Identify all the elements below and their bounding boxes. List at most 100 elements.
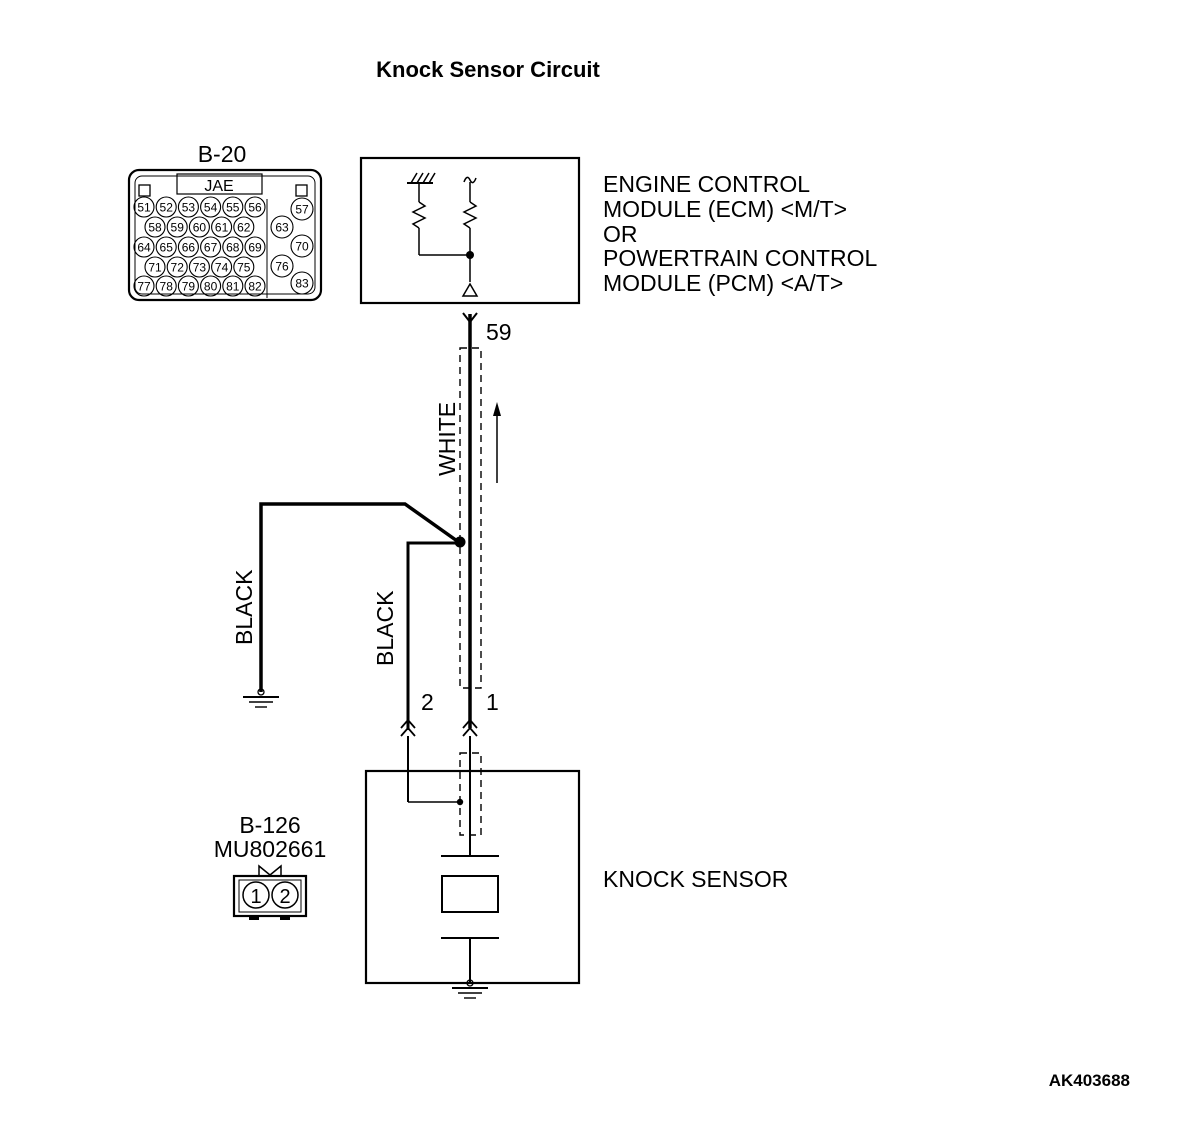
resistor-right-icon: [462, 201, 478, 229]
connector-b20-pin-55: [222, 196, 244, 218]
signal-direction-arrow-icon: [493, 402, 501, 483]
connector-b20-pin-68: [222, 236, 244, 258]
diagram-title: Knock Sensor Circuit: [376, 57, 600, 82]
shield-lower: [459, 752, 482, 836]
connector-b20-pin-59: [166, 216, 188, 238]
knock-sensor-label: KNOCK SENSOR: [603, 866, 788, 892]
connector-b126-latch-icon: [258, 864, 282, 876]
ground-icon: [243, 688, 279, 708]
connector-b20-pin-label: 76: [275, 259, 289, 273]
connector-b20-pin-54: [200, 196, 222, 218]
connector-b20-pin-71: [144, 256, 166, 278]
connector-b20-maker: JAE: [204, 178, 233, 195]
connector-b20-pin-60: [188, 216, 210, 238]
connector-b20-pin-label: 78: [160, 279, 174, 293]
connector-b20-pin-75: [233, 256, 255, 278]
connector-b20-pin-label: 53: [182, 200, 196, 214]
knock-sensor-box: [364, 736, 581, 999]
connector-b20-pin-72: [166, 256, 188, 278]
connector-b20-pin-label: 75: [237, 260, 251, 274]
module-terminal-number: 59: [486, 319, 512, 345]
connector-b20-pin-53: [177, 196, 199, 218]
sensor-ground-wire-color: BLACK: [372, 590, 398, 666]
connector-b20-pin-81: [222, 275, 244, 297]
connector-b20-pin-62: [233, 216, 255, 238]
sensor-terminal-2-number: 2: [421, 689, 434, 715]
connector-b20-pin-label: 77: [137, 279, 151, 293]
connector-b20-pin-label: 58: [148, 220, 162, 234]
figure-id: AK403688: [1049, 1071, 1130, 1090]
connector-b20-pin-57: [290, 197, 314, 221]
connector-b20-pin-label: 59: [171, 220, 185, 234]
module-label-line-3: OR: [603, 221, 638, 247]
connector-b20-pin-64: [133, 236, 155, 258]
connector-b20-pin-label: 83: [295, 276, 309, 290]
connector-b20-pin-label: 68: [226, 240, 240, 254]
connector-b20-pin-label: 63: [275, 220, 289, 234]
connector-b20-pin-label: 65: [160, 240, 174, 254]
connector-b20-pin-label: 51: [137, 200, 151, 214]
connector-b20-pin-label: 80: [204, 279, 218, 293]
connector-b20-pin-label: 73: [193, 260, 207, 274]
connector-b20-name: B-20: [198, 141, 247, 167]
connector-b20-pin-80: [200, 275, 222, 297]
connector-b20-pin-83: [290, 271, 314, 295]
connector-b20-pin-77: [133, 275, 155, 297]
connector-b20-pin-label: 69: [248, 240, 262, 254]
module-label: ENGINE CONTROL MODULE (ECM) <M/T> OR POW…: [603, 171, 878, 296]
connector-b126-pin-2: 2: [279, 886, 290, 908]
connector-b20-pin-label: 79: [182, 279, 196, 293]
connector-b20-pin-label: 62: [237, 220, 251, 234]
signal-wire-color: WHITE: [434, 402, 460, 476]
connector-b20-pin-label: 61: [215, 220, 229, 234]
connector-b20-pin-56: [244, 196, 266, 218]
connector-b20-pin-66: [177, 236, 199, 258]
connector-b20-pin-78: [155, 275, 177, 297]
connector-b20-pin-52: [155, 196, 177, 218]
connector-b126-pin-1: 1: [250, 886, 261, 908]
connector-b126: B-126 MU802661 1 2: [214, 812, 326, 920]
connector-b20-pin-65: [155, 236, 177, 258]
connector-b20-pin-79: [177, 275, 199, 297]
ground-wire: BLACK: [231, 502, 462, 708]
connector-b20-pin-label: 72: [171, 260, 185, 274]
connector-b20-pin-61: [211, 216, 233, 238]
connector-b20-pin-label: 55: [226, 200, 240, 214]
connector-b20-pin-label: 67: [204, 240, 218, 254]
connector-b20-pin-label: 71: [148, 260, 162, 274]
sensor-ground-wire: BLACK: [372, 536, 466, 730]
splice-point-icon: [454, 536, 466, 548]
resistor-left-icon: [411, 201, 427, 229]
connector-b20-pin-51: [133, 196, 155, 218]
module-box: [359, 156, 581, 305]
connector-b20-pin-73: [188, 256, 210, 278]
connector-b20-pin-67: [200, 236, 222, 258]
connector-b20-pin-label: 52: [160, 200, 174, 214]
connector-b20-pin-76: [270, 254, 294, 278]
connector-b20-pin-label: 56: [248, 200, 262, 214]
connector-b20-pin-74: [211, 256, 233, 278]
power-supply-icon: [463, 176, 477, 184]
connector-b20-pin-label: 54: [204, 200, 218, 214]
sensor-ground-icon: [452, 979, 488, 999]
connector-b20-pin-label: 81: [226, 279, 240, 293]
connector-b20-pin-label: 82: [248, 279, 262, 293]
input-triangle-icon: [461, 282, 479, 297]
connector-b126-name: B-126: [239, 812, 300, 838]
connector-b20-pin-label: 64: [137, 240, 151, 254]
sensor-connector-mark-icon: [400, 718, 478, 737]
piezo-element-icon: [441, 855, 499, 939]
connector-b20-pin-label: 74: [215, 260, 229, 274]
connector-b20-pin-82: [244, 275, 266, 297]
connector-b20-pin-label: 66: [182, 240, 196, 254]
module-label-line-5: MODULE (PCM) <A/T>: [603, 270, 843, 296]
sensor-terminal-1-number: 1: [486, 689, 499, 715]
connector-b20-pin-58: [144, 216, 166, 238]
connector-b20-pin-63: [270, 215, 294, 239]
module-label-line-1: ENGINE CONTROL: [603, 171, 810, 197]
connector-b20-pin-label: 60: [193, 220, 207, 234]
ground-wire-color: BLACK: [231, 569, 257, 645]
